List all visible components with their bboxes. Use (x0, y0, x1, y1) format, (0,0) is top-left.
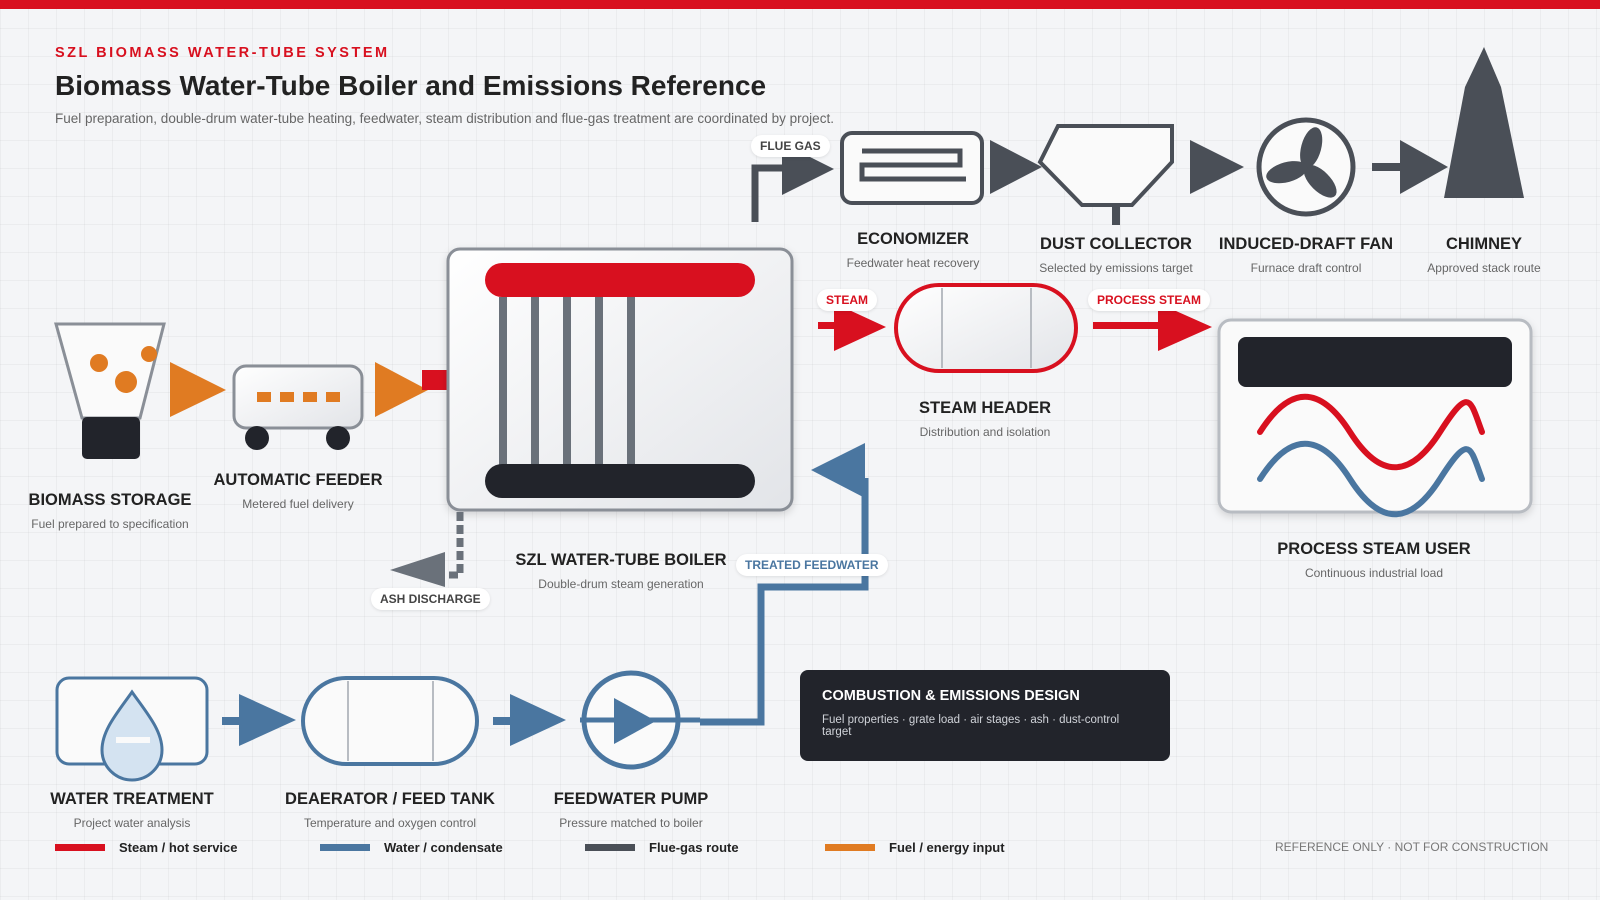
flue-gas-line-stack (1372, 163, 1402, 171)
legend-swatch (320, 844, 370, 851)
label-chimney: CHIMNEY Approved stack route (1427, 235, 1540, 275)
economizer-icon (840, 131, 984, 205)
deaerator-icon (301, 676, 479, 766)
process-steam-user-icon (1217, 318, 1533, 518)
design-panel-title: COMBUSTION & EMISSIONS DESIGN (822, 688, 1080, 704)
label-name: AUTOMATIC FEEDER (213, 471, 383, 489)
boiler-fuel-inlet (422, 370, 448, 390)
legend-flue-gas: Flue-gas route (585, 840, 739, 855)
flue-gas-arrow-2 (990, 140, 1042, 194)
label-desc: Distribution and isolation (919, 425, 1051, 439)
combustion-design-panel: COMBUSTION & EMISSIONS DESIGN Fuel prope… (800, 670, 1170, 761)
label-desc: Project water analysis (73, 816, 191, 830)
steam-line-2 (1093, 322, 1163, 329)
dust-collector-icon (1037, 124, 1174, 225)
label-name: ECONOMIZER (857, 230, 969, 248)
water-line-2 (493, 717, 523, 725)
design-panel-body: Fuel properties · grate load · air stage… (822, 714, 1120, 738)
legend-swatch (55, 844, 105, 851)
label-desc: Fuel prepared to specification (31, 517, 189, 531)
feedwater-return-line (700, 478, 869, 726)
water-line-1 (222, 717, 252, 725)
chimney-icon (1444, 47, 1524, 198)
label-desc: Double-drum steam generation (538, 577, 704, 591)
tag-process-steam: PROCESS STEAM (1088, 289, 1211, 311)
water-arrow-2 (510, 694, 566, 746)
water-treatment-icon (55, 676, 209, 782)
label-feedwater-pump: FEEDWATER PUMP Pressure matched to boile… (554, 790, 709, 830)
label-name: DEAERATOR / FEED TANK (285, 790, 495, 808)
label-induced-draft-fan: INDUCED-DRAFT FAN Furnace draft control (1219, 235, 1393, 275)
label-desc: Pressure matched to boiler (559, 816, 703, 830)
legend-label: Water / condensate (384, 840, 503, 855)
label-name: CHIMNEY (1445, 235, 1523, 253)
label-name: STEAM HEADER (918, 399, 1052, 417)
biomass-storage-icon (54, 322, 166, 459)
label-water-treatment: WATER TREATMENT Project water analysis (50, 790, 213, 830)
boiler-icon (446, 247, 794, 512)
legend-label: Flue-gas route (649, 840, 739, 855)
top-accent-bar (0, 0, 1600, 9)
label-name: SZL WATER-TUBE BOILER (515, 551, 727, 569)
legend-steam: Steam / hot service (55, 840, 238, 855)
label-biomass-storage: BIOMASS STORAGE Fuel prepared to specifi… (29, 491, 192, 531)
legend-label: Steam / hot service (119, 840, 238, 855)
legend-swatch (825, 844, 875, 851)
label-steam-header: STEAM HEADER Distribution and isolation (919, 399, 1051, 439)
label-desc: Approved stack route (1427, 261, 1541, 275)
label-name: FEEDWATER PUMP (553, 790, 709, 808)
label-name: INDUCED-DRAFT FAN (1218, 235, 1394, 253)
label-automatic-feeder: AUTOMATIC FEEDER Metered fuel delivery (214, 471, 383, 511)
label-desc: Feedwater heat recovery (846, 256, 980, 270)
fuel-arrow-1 (170, 362, 226, 417)
label-name: PROCESS STEAM USER (1277, 540, 1471, 558)
label-name: DUST COLLECTOR (1040, 235, 1192, 253)
label-process-steam-user: PROCESS STEAM USER Continuous industrial… (1277, 540, 1470, 580)
legend-label: Fuel / energy input (889, 840, 1005, 855)
label-dust-collector: DUST COLLECTOR Selected by emissions tar… (1039, 235, 1192, 275)
page-title: Biomass Water-Tube Boiler and Emissions … (55, 70, 767, 101)
tag-flue-gas: FLUE GAS (751, 135, 830, 157)
label-boiler: SZL WATER-TUBE BOILER Double-drum steam … (515, 551, 726, 591)
legend-water: Water / condensate (320, 840, 503, 855)
steam-arrow-2 (1158, 303, 1212, 351)
label-desc: Selected by emissions target (1039, 261, 1193, 275)
tag-ash-discharge: ASH DISCHARGE (371, 588, 490, 610)
label-desc: Metered fuel delivery (242, 497, 354, 511)
eyebrow-label: SZL BIOMASS WATER-TUBE SYSTEM (55, 45, 390, 61)
page-subtitle: Fuel preparation, double-drum water-tube… (55, 111, 834, 126)
fuel-arrow-2 (375, 362, 428, 417)
label-desc: Continuous industrial load (1304, 566, 1444, 580)
label-name: WATER TREATMENT (50, 790, 214, 808)
ash-discharge-arrow (390, 552, 445, 587)
label-desc: Temperature and oxygen control (303, 816, 477, 830)
tag-steam: STEAM (817, 289, 877, 311)
steam-arrow-1 (834, 303, 886, 351)
feedwater-pump-icon (580, 670, 700, 770)
feedwater-return-arrow (811, 443, 865, 498)
automatic-feeder-icon (232, 364, 364, 450)
water-arrow-1 (239, 694, 296, 746)
steam-header-icon (894, 283, 1078, 373)
tag-treated-feedwater: TREATED FEEDWATER (736, 554, 888, 576)
induced-draft-fan-icon (1256, 117, 1356, 217)
ash-discharge-line (440, 512, 464, 579)
flue-gas-line (751, 164, 790, 222)
flue-gas-arrow-3 (1190, 140, 1244, 194)
flue-gas-arrow-4 (1400, 140, 1448, 194)
legend-fuel: Fuel / energy input (825, 840, 1005, 855)
legend-swatch (585, 844, 635, 851)
label-desc: Furnace draft control (1250, 261, 1362, 275)
label-name: BIOMASS STORAGE (28, 491, 192, 509)
disclaimer: REFERENCE ONLY · NOT FOR CONSTRUCTION (1275, 840, 1549, 854)
label-deaerator: DEAERATOR / FEED TANK Temperature and ox… (285, 790, 495, 830)
label-economizer: ECONOMIZER Feedwater heat recovery (847, 230, 980, 270)
